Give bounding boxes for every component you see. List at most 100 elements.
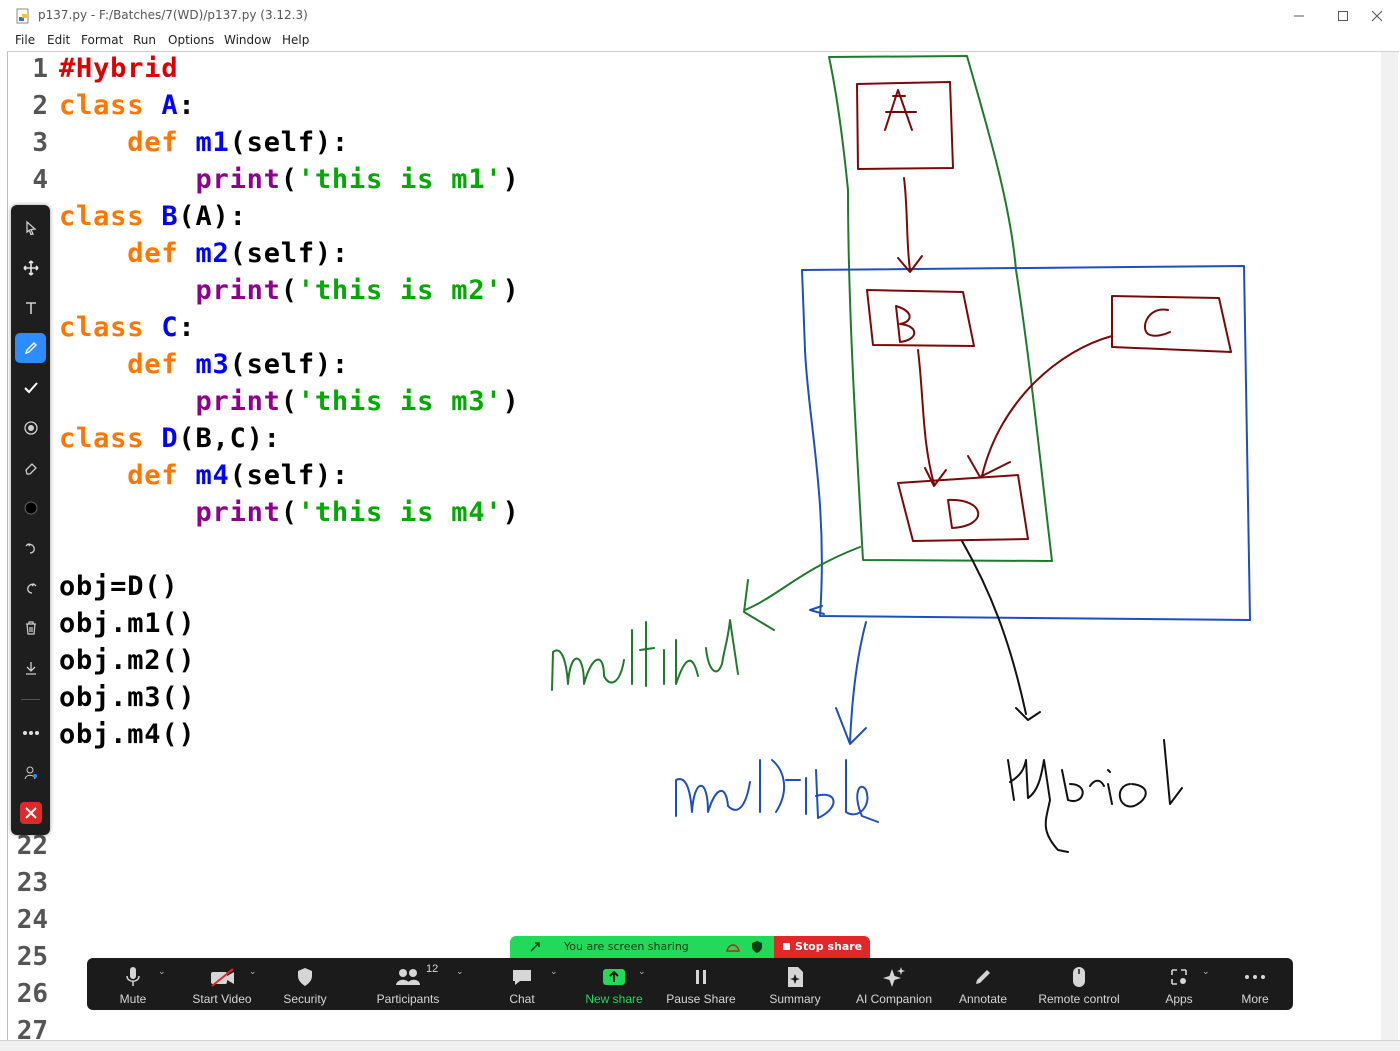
letter-b [895, 305, 916, 343]
handwriting-hybrid [1007, 739, 1183, 853]
line-number: 25 [16, 942, 48, 972]
save-button[interactable] [15, 653, 46, 683]
annotator-name-button[interactable] [15, 758, 46, 788]
minimize-button[interactable] [1276, 4, 1322, 28]
menu-bar: File Edit Format Run Options Window Help [0, 32, 1400, 52]
color-tool-button[interactable] [15, 493, 46, 523]
string-literal: 'this is m3' [297, 386, 503, 417]
eraser-icon [24, 463, 37, 475]
menu-edit[interactable]: Edit [47, 33, 71, 47]
chevron-up-icon[interactable]: ⌄ [249, 967, 257, 977]
start-video-button[interactable]: Start Video [186, 958, 258, 1010]
close-window-button[interactable] [1354, 4, 1400, 28]
maximize-icon [1338, 11, 1348, 21]
class-name: C [161, 312, 179, 343]
more-button[interactable]: More [1231, 958, 1279, 1010]
code-text: ( [280, 275, 298, 306]
builtin: print [195, 164, 281, 195]
menu-divider [7, 51, 1399, 52]
shield-icon [752, 941, 762, 953]
security-button[interactable]: Security [275, 958, 335, 1010]
new-share-button[interactable]: New share [579, 958, 649, 1010]
summary-button[interactable]: Summary [761, 958, 829, 1010]
code-text: : [178, 312, 196, 343]
undo-icon [25, 543, 35, 554]
chevron-up-icon[interactable]: ⌄ [638, 967, 646, 977]
function-name: m1 [195, 127, 230, 158]
close-icon [1371, 10, 1383, 22]
code-text: (B,C): [178, 423, 281, 454]
code-text: (self): [229, 238, 349, 269]
menu-options[interactable]: Options [168, 33, 215, 47]
class-name: D [161, 423, 179, 454]
close-annotation-button[interactable] [15, 798, 46, 828]
menu-run[interactable]: Run [133, 33, 157, 47]
undo-button[interactable] [15, 533, 46, 563]
letter-d [947, 498, 980, 529]
clear-button[interactable] [15, 613, 46, 643]
remote-control-button[interactable]: Remote control [1031, 958, 1127, 1010]
code-text: (self): [229, 349, 349, 380]
code-line: obj.m4() [59, 719, 196, 750]
chevron-up-icon[interactable]: ⌄ [456, 967, 464, 977]
pause-share-button[interactable]: Pause Share [663, 958, 739, 1010]
chevron-up-icon[interactable]: ⌄ [158, 967, 166, 977]
minimize-icon [1294, 15, 1304, 17]
stamp-tool-button[interactable] [15, 373, 46, 403]
arrow-a-to-b [897, 177, 923, 273]
line-number: 26 [16, 979, 48, 1009]
chat-button[interactable]: Chat [495, 958, 549, 1010]
security-label: Security [283, 992, 327, 1006]
summary-label: Summary [769, 992, 821, 1006]
code-text: ( [280, 386, 298, 417]
line-number: 24 [16, 905, 48, 935]
participants-button[interactable]: Participants [369, 958, 447, 1010]
title-bar: p137.py - F:/Batches/7(WD)/p137.py (3.12… [0, 0, 1400, 32]
keyword: class [59, 90, 145, 121]
code-line: print('this is m1') [59, 164, 520, 195]
chevron-up-icon[interactable]: ⌄ [550, 967, 558, 977]
redo-icon [26, 583, 36, 594]
code-text: ) [502, 275, 520, 306]
spotlight-tool-button[interactable] [15, 413, 46, 443]
pen-tool-button[interactable] [15, 333, 46, 363]
menu-format[interactable]: Format [81, 33, 124, 47]
more-icon [1245, 975, 1265, 979]
keyword: def [127, 460, 179, 491]
apps-button[interactable]: Apps [1155, 958, 1203, 1010]
color-icon [24, 501, 37, 515]
box-b [866, 289, 975, 347]
annotation-toolbar [11, 205, 50, 835]
move-tool-button[interactable] [15, 253, 46, 283]
chevron-up-icon[interactable]: ⌄ [1202, 967, 1210, 977]
arrow-multiple [835, 621, 867, 745]
more-icon [22, 731, 39, 735]
eraser-tool-button[interactable] [15, 453, 46, 483]
stop-share-button[interactable]: Stop share [774, 936, 870, 958]
text-tool-button[interactable] [15, 293, 46, 323]
screen-sharing-banner[interactable]: You are screen sharing [510, 936, 774, 958]
select-tool-button[interactable] [15, 213, 46, 243]
more-tools-button[interactable] [15, 718, 46, 748]
vertical-scrollbar[interactable] [1381, 52, 1398, 1042]
menu-help[interactable]: Help [282, 33, 310, 47]
mute-button[interactable]: Mute [103, 958, 163, 1010]
box-d [897, 474, 1029, 542]
annotate-label: Annotate [958, 992, 1008, 1006]
start-video-label: Start Video [192, 992, 252, 1006]
shield-icon [298, 968, 312, 986]
code-text: ) [502, 164, 520, 195]
pen-icon [24, 342, 37, 355]
menu-file[interactable]: File [15, 33, 36, 47]
ai-companion-button[interactable]: AI Companion [849, 958, 939, 1010]
line-number: 4 [32, 165, 48, 195]
code-text: ( [280, 497, 298, 528]
redo-button[interactable] [15, 573, 46, 603]
letter-c [1143, 308, 1171, 337]
maximize-button[interactable] [1320, 4, 1366, 28]
stop-share-label: Stop share [795, 940, 863, 953]
participants-count: 12 [426, 963, 439, 975]
annotate-button[interactable]: Annotate [951, 958, 1015, 1010]
line-number: 22 [16, 831, 48, 861]
menu-window[interactable]: Window [224, 33, 272, 47]
